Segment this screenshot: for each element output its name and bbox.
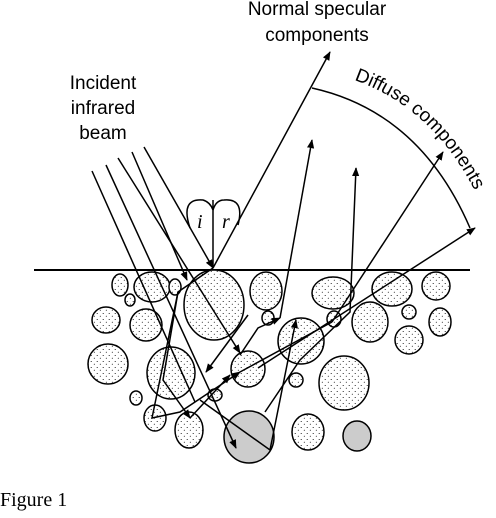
particle bbox=[311, 276, 355, 310]
scatter-path bbox=[162, 267, 214, 419]
incident-beam-label-line3: beam bbox=[79, 123, 127, 144]
angle-r-label: r bbox=[222, 211, 230, 233]
particle bbox=[91, 306, 121, 334]
angle-r-arc bbox=[212, 199, 241, 226]
diffuse-arc bbox=[311, 87, 471, 229]
particle bbox=[288, 372, 304, 388]
particle bbox=[168, 278, 182, 296]
figure-caption: Figure 1 bbox=[0, 489, 68, 511]
particle-dark bbox=[342, 420, 372, 452]
particle bbox=[249, 271, 283, 311]
particle bbox=[129, 308, 163, 342]
particle bbox=[394, 325, 424, 355]
angle-i-label: i bbox=[197, 211, 203, 233]
particle bbox=[129, 390, 143, 406]
particle bbox=[421, 271, 451, 301]
angle-arcs bbox=[186, 199, 241, 268]
particle bbox=[401, 304, 417, 320]
scatter-path bbox=[189, 374, 231, 419]
incident-beam-rays bbox=[91, 146, 241, 449]
incident-ray bbox=[105, 164, 237, 449]
scatter-path bbox=[257, 227, 476, 369]
normal-specular-label-line1: Normal specular bbox=[248, 0, 387, 20]
particle bbox=[124, 293, 136, 307]
incident-ray bbox=[131, 151, 188, 281]
particle bbox=[111, 273, 129, 297]
particle bbox=[428, 307, 452, 337]
normal-specular-label-line2: components bbox=[265, 25, 369, 46]
particle bbox=[291, 413, 325, 451]
incident-ray bbox=[91, 170, 196, 403]
scatter-path bbox=[239, 317, 281, 356]
angle-i-arc bbox=[186, 199, 214, 268]
incident-beam-label-line2: infrared bbox=[71, 98, 135, 119]
particle bbox=[318, 355, 370, 411]
incident-ray bbox=[143, 146, 214, 269]
scatter-path bbox=[199, 319, 298, 452]
particle-dark bbox=[223, 410, 275, 464]
incident-ray bbox=[117, 157, 241, 354]
diffuse-components-label: Diffuse components bbox=[352, 65, 489, 193]
scatter-path bbox=[205, 314, 249, 373]
particle bbox=[371, 271, 413, 307]
particle bbox=[183, 269, 245, 341]
scatter-path bbox=[151, 291, 241, 419]
particle bbox=[351, 301, 389, 343]
incident-beam-label-line1: Incident bbox=[70, 73, 137, 94]
particle bbox=[230, 350, 266, 388]
specular-reflection-ray bbox=[212, 51, 331, 269]
particles bbox=[87, 269, 452, 464]
diffuse-components-text: Diffuse components bbox=[352, 65, 489, 193]
scattering-paths bbox=[151, 139, 476, 452]
particle bbox=[87, 343, 129, 385]
scatter-path bbox=[279, 139, 315, 319]
scatter-path bbox=[331, 151, 444, 323]
